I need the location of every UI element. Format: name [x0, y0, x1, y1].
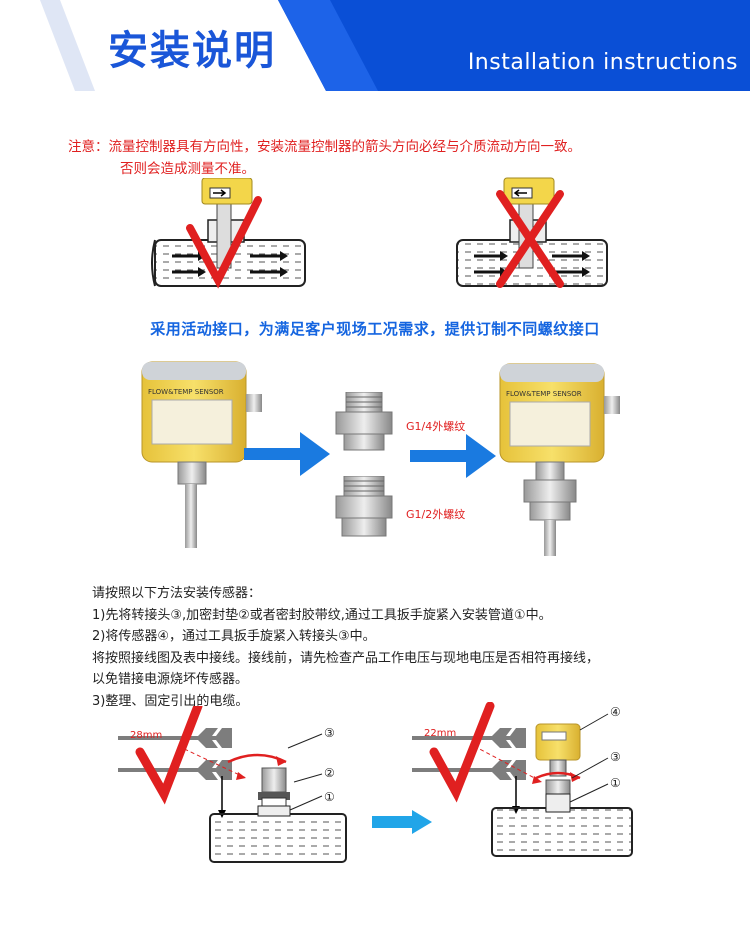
step-wiring-1: 将按照接线图及表中接线。接线前，请先检查产品工作电压与现地电压是否相符再接线， [92, 650, 600, 666]
install-diagram-right [412, 702, 633, 857]
label-n2-left: ② [324, 766, 335, 780]
pipe [491, 807, 633, 857]
wrench-size-left: 28mm [130, 730, 163, 741]
wrong-orientation-diagram [456, 177, 608, 288]
label-n1-left: ① [324, 790, 335, 804]
sensor-head [535, 723, 581, 761]
fitting-g14-image [335, 392, 393, 451]
wrench-size-right: 22mm [424, 728, 457, 739]
header-shapes [0, 0, 378, 91]
pipe [209, 813, 347, 863]
fitting-g12-image [335, 476, 393, 537]
steps-intro: 请按照以下方法安装传感器： [92, 586, 262, 601]
cross-mark-icon [496, 190, 564, 288]
arrow-icon [513, 189, 527, 197]
notice-line-1: 注意：流量控制器具有方向性，安装流量控制器的箭头方向必经与介质流动方向一致。 [68, 139, 581, 155]
thread-label-g14: G1/4外螺纹 [406, 420, 466, 433]
step-wiring-2: 以免错接电源烧坏传感器。 [92, 672, 249, 687]
correct-orientation-diagram [151, 178, 306, 289]
connection-title: 采用活动接口，为满足客户现场工况需求，提供订制不同螺纹接口 [150, 320, 600, 338]
step-3: 3)整理、固定引出的电缆。 [92, 693, 249, 709]
step-2: 2)将传感器④，通过工具扳手旋紧入转接头③中。 [92, 629, 376, 644]
sensor-image-left: FLOW&TEMP SENSOR [141, 361, 262, 548]
header-banner: 安装说明 Installation instructions [0, 0, 750, 91]
label-n3-left: ③ [324, 726, 335, 740]
label-n1-right: ① [610, 776, 621, 790]
label-n4-right: ④ [610, 705, 621, 719]
arrow-right-icon [410, 434, 496, 478]
arrow-icon [213, 189, 227, 197]
install-diagram-left [118, 706, 347, 863]
arrow-right-icon [372, 810, 432, 834]
check-mark-icon [135, 706, 203, 805]
sensor-image-right: FLOW&TEMP SENSOR [499, 363, 620, 556]
step-1: 1)先将转接头③,加密封垫②或者密封胶带纹,通过工具扳手旋紧入安装管道①中。 [92, 607, 552, 623]
flow-arrows [474, 254, 582, 274]
check-mark-icon [186, 196, 262, 289]
notice-line-2: 否则会造成测量不准。 [120, 161, 255, 177]
label-n3-right: ③ [610, 750, 621, 764]
header-title-cn: 安装说明 [108, 28, 276, 74]
check-mark-icon [429, 702, 495, 803]
thread-label-g12: G1/2外螺纹 [406, 508, 466, 521]
header-title-en: Installation instructions [467, 50, 738, 75]
install-steps: 请按照以下方法安装传感器： 1)先将转接头③,加密封垫②或者密封胶带纹,通过工具… [92, 583, 732, 712]
sensor-brand-label: FLOW&TEMP SENSOR [148, 388, 224, 396]
sensor-brand-label: FLOW&TEMP SENSOR [506, 390, 582, 398]
flow-arrows [172, 254, 280, 274]
arrow-right-icon [244, 432, 330, 476]
direction-notice: 注意：流量控制器具有方向性，安装流量控制器的箭头方向必经与介质流动方向一致。 否… [68, 136, 728, 180]
